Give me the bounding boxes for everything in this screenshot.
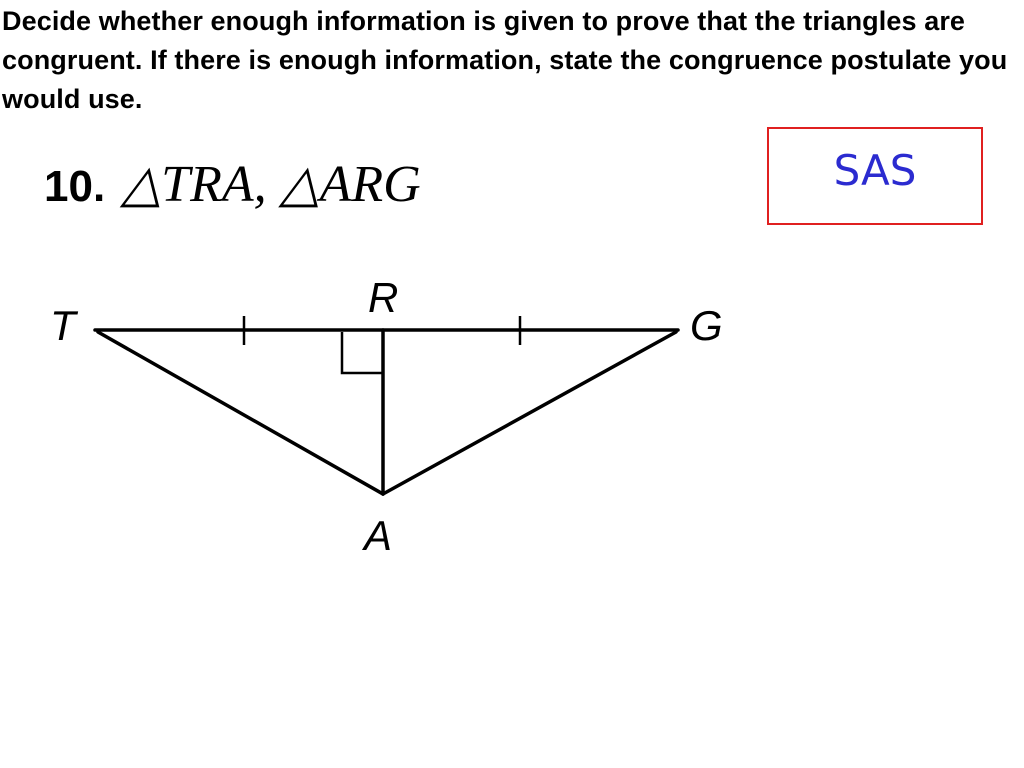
instructions-text: Decide whether enough information is giv… (2, 6, 1008, 114)
vertex-label-t: T (50, 302, 79, 349)
segment-ga (381, 330, 678, 496)
problem-statement: 10. △TRA, △ARG (44, 154, 421, 224)
vertex-label-g: G (690, 302, 723, 349)
segment-ta (96, 330, 385, 496)
answer-box: SAS (767, 127, 983, 225)
vertex-label-r: R (368, 274, 398, 321)
problem-number: 10. (44, 162, 106, 211)
answer-text: SAS (833, 146, 917, 195)
vertex-label-a: A (361, 512, 392, 559)
problem-triangles: △TRA, △ARG (121, 156, 421, 213)
right-angle-marker (340, 332, 383, 375)
